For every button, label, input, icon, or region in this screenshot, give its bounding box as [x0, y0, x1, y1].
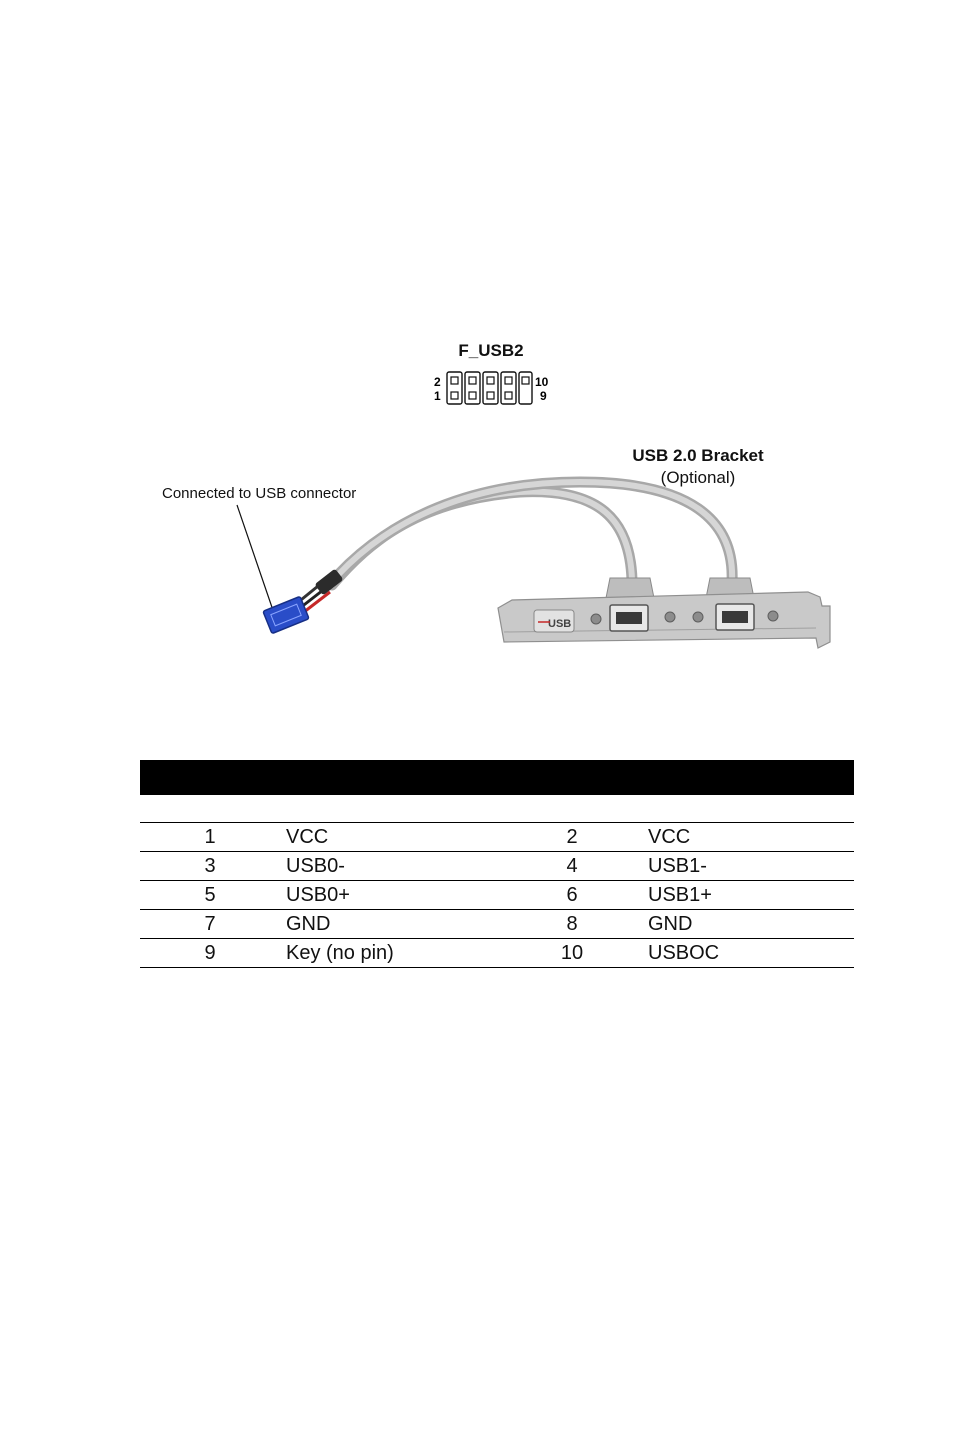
- signal-name: USB1+: [642, 880, 854, 910]
- table-row: 3 USB0- 4 USB1-: [140, 851, 854, 881]
- bracket-mounts: [605, 577, 755, 599]
- table-spacer-row: [140, 795, 854, 823]
- usb-bracket-illustration: USB: [236, 476, 831, 649]
- cable: [326, 476, 738, 591]
- pin-label-top-left: 2: [434, 375, 441, 389]
- blue-header-plug: [262, 596, 310, 634]
- signal-name: USB0-: [280, 851, 502, 881]
- pin-number: 1: [140, 822, 280, 852]
- pin-number: 8: [502, 909, 642, 939]
- table-header-bar: [140, 760, 854, 795]
- connector-title: F_USB2: [458, 341, 524, 360]
- signal-name: USB1-: [642, 851, 854, 881]
- pin-number: 6: [502, 880, 642, 910]
- pin-header-body: [446, 371, 533, 405]
- pin-number: 3: [140, 851, 280, 881]
- pins: [450, 376, 530, 400]
- bracket-title: USB 2.0 Bracket: [632, 446, 764, 465]
- signal-name: Key (no pin): [280, 938, 502, 968]
- pin-number: 9: [140, 938, 280, 968]
- pin-number: 4: [502, 851, 642, 881]
- pin-label-bottom-left: 1: [434, 389, 441, 403]
- table-header-cell: [140, 760, 854, 795]
- bracket-subtitle: (Optional): [660, 468, 736, 487]
- signal-name: VCC: [280, 822, 502, 852]
- pin-label-bottom-right: 9: [540, 389, 547, 403]
- usb-logo-text: USB: [548, 618, 571, 630]
- pin-number: 7: [140, 909, 280, 939]
- usb-logo-badge: USB: [533, 609, 575, 633]
- table-row: 9 Key (no pin) 10 USBOC: [140, 938, 854, 968]
- signal-name: USBOC: [642, 938, 854, 968]
- table-row: 7 GND 8 GND: [140, 909, 854, 939]
- table-row: 1 VCC 2 VCC: [140, 822, 854, 852]
- cable-sleeve: [315, 569, 343, 595]
- signal-name: GND: [642, 909, 854, 939]
- callout-line: [236, 504, 278, 623]
- usb-port-2: [715, 603, 755, 631]
- usb-port-1: [609, 604, 649, 632]
- callout-text: Connected to USB connector: [162, 485, 357, 502]
- table-spacer-cell: [140, 795, 854, 823]
- signal-name: VCC: [642, 822, 854, 852]
- screw-holes: [590, 610, 779, 625]
- signal-name: GND: [280, 909, 502, 939]
- pin-number: 10: [502, 938, 642, 968]
- table-row: 5 USB0+ 6 USB1+: [140, 880, 854, 910]
- signal-name: USB0+: [280, 880, 502, 910]
- pin-number: 2: [502, 822, 642, 852]
- pin-header-diagram: 2 1 10 9: [434, 371, 549, 405]
- pin-label-top-right: 10: [535, 375, 549, 389]
- pin-assignment-table: 1 VCC 2 VCC 3 USB0- 4 USB1- 5 USB0+ 6 US…: [140, 760, 854, 968]
- pin-number: 5: [140, 880, 280, 910]
